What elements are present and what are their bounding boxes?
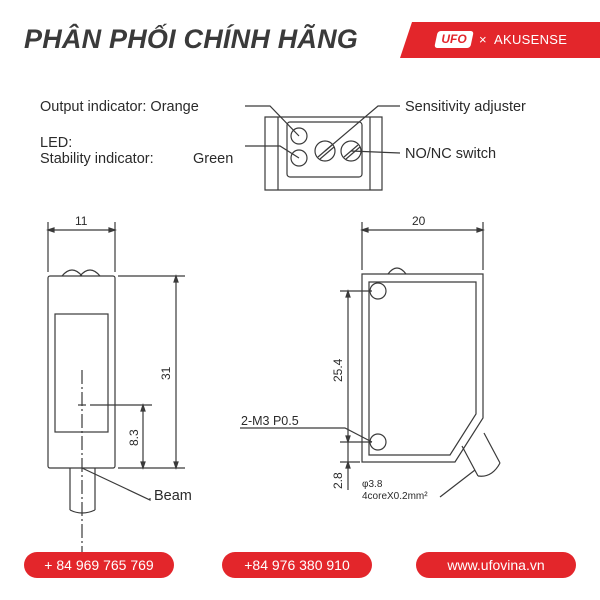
side-height-value: 31 xyxy=(159,366,173,380)
cable-leader xyxy=(439,469,476,498)
output-indicator-label: Output indicator: Orange xyxy=(40,99,199,115)
back-view-body xyxy=(361,267,484,463)
screw-spec-label: 2-M3 P0.5 xyxy=(241,414,299,428)
sensitivity-adjuster-leader xyxy=(324,105,400,152)
hole-offset-dimension xyxy=(340,442,360,490)
phone-1-button[interactable]: + 84 969 765 769 xyxy=(24,552,174,578)
hole-offset-value: 2.8 xyxy=(331,472,345,489)
phone-2-button[interactable]: +84 976 380 910 xyxy=(222,552,372,578)
brand-separator: × xyxy=(479,32,487,47)
brand-banner: UFO × AKUSENSE xyxy=(400,22,600,58)
side-width-value: 11 xyxy=(75,214,88,228)
beam-height-dimension xyxy=(90,403,152,470)
brand-partner: AKUSENSE xyxy=(494,32,568,47)
hole-spacing-dimension xyxy=(340,289,372,444)
back-width-value: 20 xyxy=(412,214,426,228)
back-width-dimension xyxy=(360,222,485,270)
led-label: LED: xyxy=(40,135,72,151)
cable-diameter-label: φ3.8 xyxy=(362,479,383,490)
stability-indicator-label: Stability indicator: xyxy=(40,151,154,167)
side-height-dimension xyxy=(118,274,185,470)
nonc-switch-label: NO/NC switch xyxy=(405,146,496,162)
hole-spacing-value: 25.4 xyxy=(331,358,345,382)
stability-indicator-leader xyxy=(245,145,300,159)
side-cable xyxy=(69,468,96,510)
stability-indicator-led xyxy=(290,149,308,167)
website-link[interactable]: www.ufovina.vn xyxy=(416,552,576,578)
mounting-hole-bottom xyxy=(369,433,387,451)
beam-label: Beam xyxy=(154,488,192,504)
output-indicator-led xyxy=(290,127,308,145)
sensitivity-adjuster-label: Sensitivity adjuster xyxy=(405,99,526,115)
stability-color-label: Green xyxy=(193,151,233,167)
cable-core-label: 4coreX0.2mm² xyxy=(362,491,428,502)
back-cable xyxy=(461,432,501,477)
front-view-body xyxy=(264,116,383,191)
output-indicator-leader xyxy=(245,105,300,137)
side-width-dimension xyxy=(46,222,117,272)
beam-height-value: 8.3 xyxy=(127,429,141,446)
nonc-switch-leader xyxy=(350,150,401,154)
screw-leader xyxy=(240,427,373,443)
mounting-hole-top xyxy=(369,282,387,300)
beam-leader xyxy=(81,467,151,501)
page-title: PHÂN PHỐI CHÍNH HÃNG xyxy=(24,24,359,54)
